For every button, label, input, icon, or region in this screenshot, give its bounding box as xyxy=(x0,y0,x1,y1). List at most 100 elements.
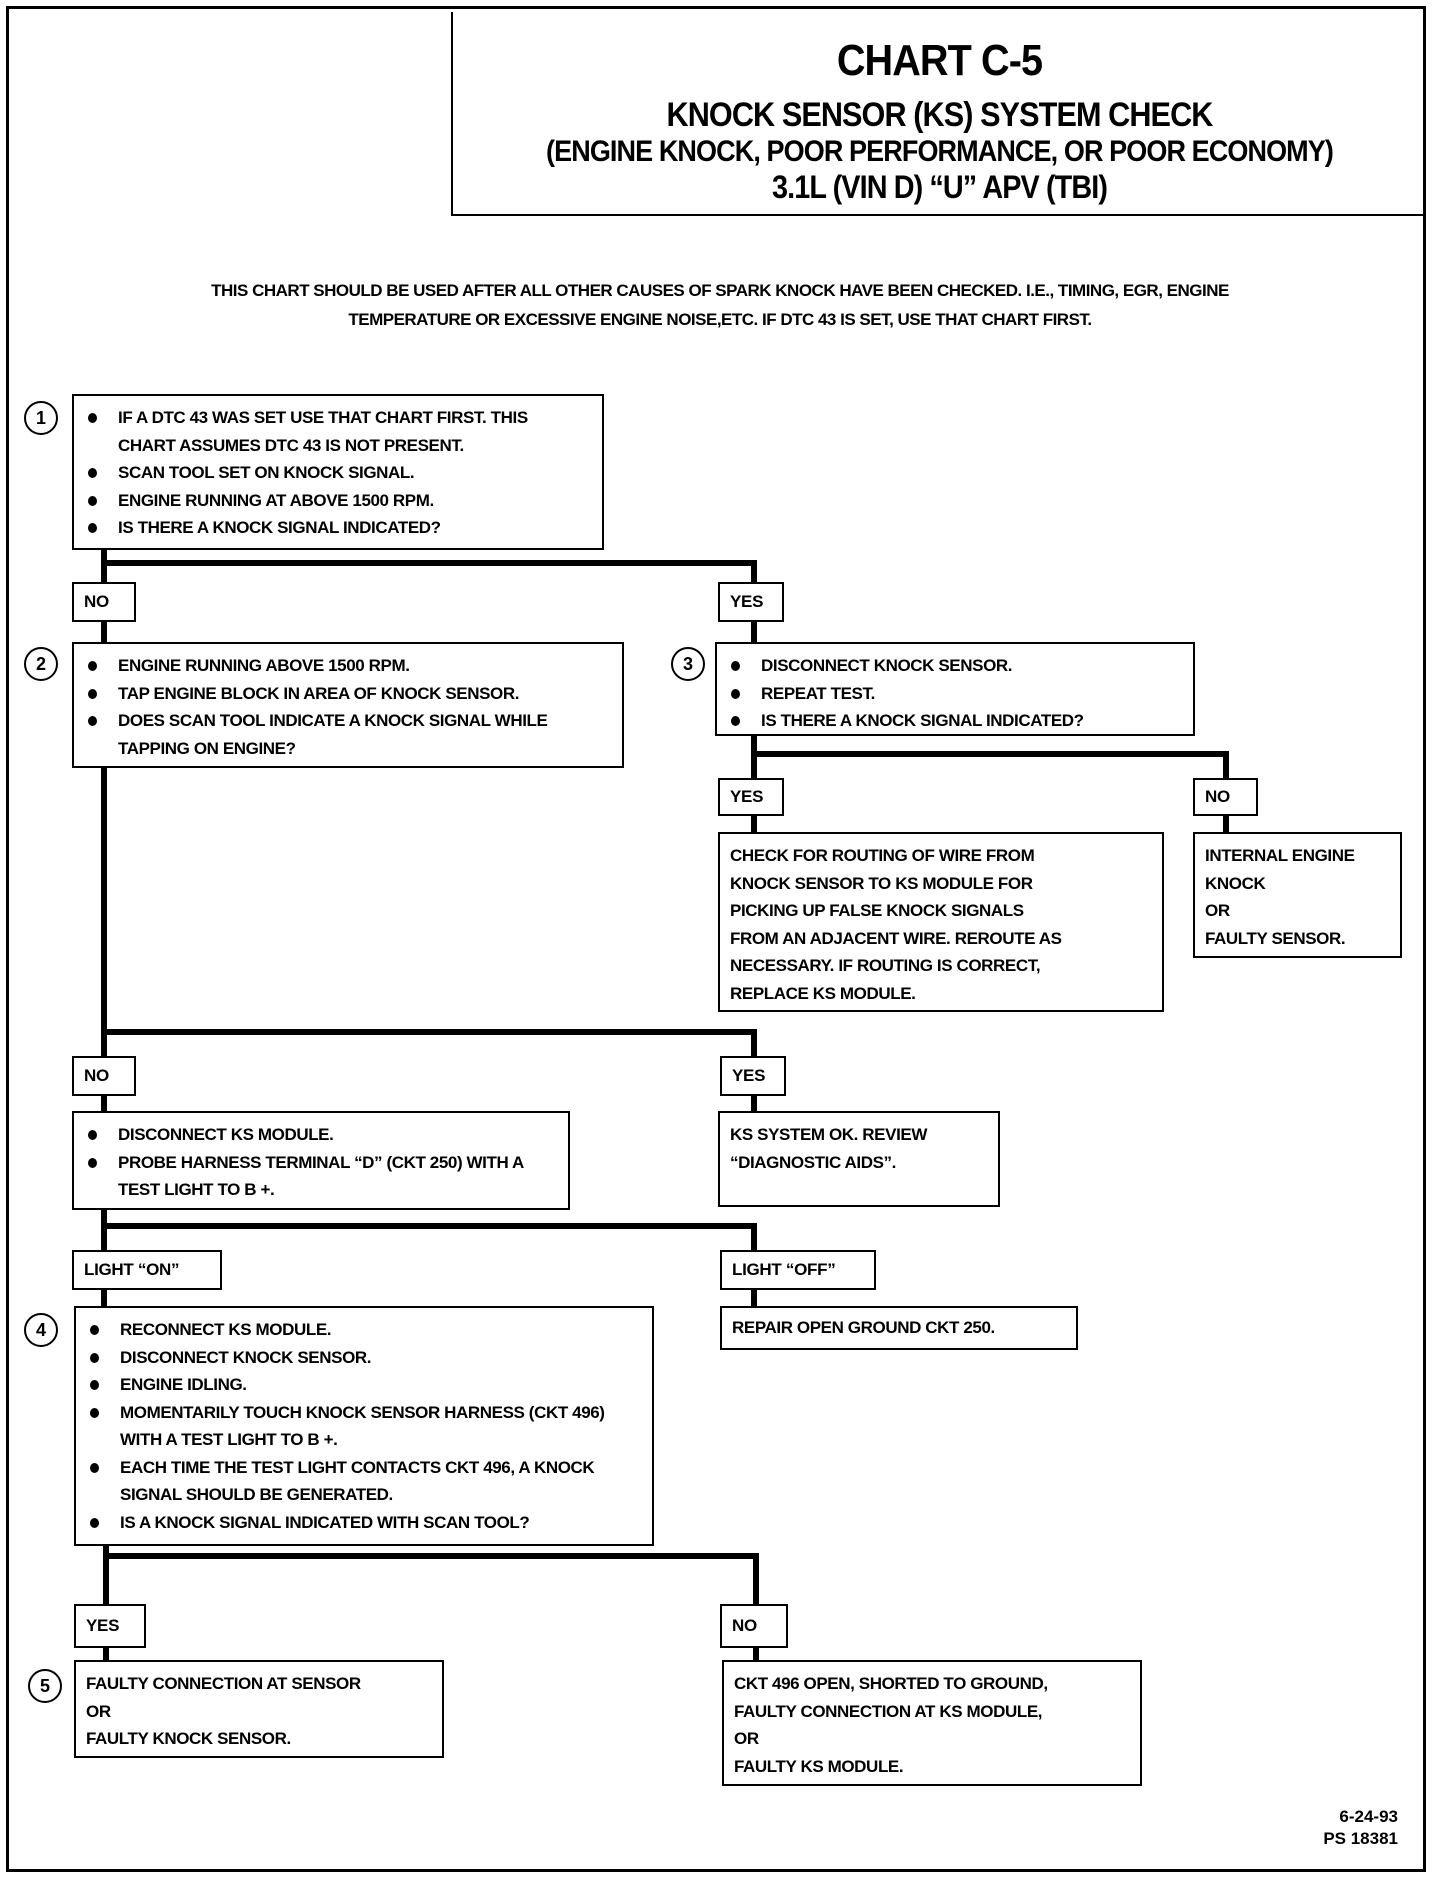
step1-item: SCAN TOOL SET ON KNOCK SIGNAL. xyxy=(84,459,594,487)
step1-box: IF A DTC 43 WAS SET USE THAT CHART FIRST… xyxy=(72,394,604,550)
step-number-2: 2 xyxy=(24,647,58,681)
step-number-3: 3 xyxy=(671,647,705,681)
result-line: FAULTY CONNECTION AT SENSOR xyxy=(86,1674,361,1693)
step2-yes-result: KS SYSTEM OK. REVIEW “DIAGNOSTIC AIDS”. xyxy=(718,1111,1000,1207)
result-line: FAULTY SENSOR. xyxy=(1205,928,1346,948)
intro-note: THIS CHART SHOULD BE USED AFTER ALL OTHE… xyxy=(40,276,1400,334)
result-line: FAULTY KNOCK SENSOR. xyxy=(86,1729,291,1748)
step4-item: ENGINE IDLING. xyxy=(86,1371,644,1399)
step4-yes-label: YES xyxy=(74,1604,146,1648)
connector xyxy=(101,768,107,1056)
connector xyxy=(751,1223,757,1250)
connector xyxy=(751,560,757,582)
step1-item: IS THERE A KNOCK SIGNAL INDICATED? xyxy=(84,514,594,542)
step4-item: RECONNECT KS MODULE. xyxy=(86,1316,644,1344)
result-line: CKT 496 OPEN, SHORTED TO GROUND, xyxy=(734,1674,1048,1693)
step3-item: DISCONNECT KNOCK SENSOR. xyxy=(727,652,1185,680)
result-line: OR xyxy=(734,1729,759,1748)
step1-item: IF A DTC 43 WAS SET USE THAT CHART FIRST… xyxy=(84,404,594,459)
connector xyxy=(751,816,757,832)
step3-item: REPEAT TEST. xyxy=(727,680,1185,708)
step4-box: RECONNECT KS MODULE. DISCONNECT KNOCK SE… xyxy=(74,1306,654,1546)
step4-no-label: NO xyxy=(720,1604,788,1648)
result-line: FAULTY KS MODULE. xyxy=(734,1756,904,1776)
chart-title: CHART C-5 xyxy=(836,36,1043,85)
step2-yes-label: YES xyxy=(720,1056,786,1096)
step2-no-item: DISCONNECT KS MODULE. xyxy=(84,1121,560,1149)
connector xyxy=(101,1223,757,1229)
result-line: FAULTY CONNECTION AT KS MODULE, xyxy=(734,1701,1043,1721)
result-line: NECESSARY. IF ROUTING IS CORRECT, xyxy=(730,956,1041,975)
footer: 6-24-93 PS 18381 xyxy=(1323,1806,1398,1850)
connector xyxy=(753,1648,759,1660)
step1-item: ENGINE RUNNING AT ABOVE 1500 RPM. xyxy=(84,487,594,515)
connector xyxy=(751,1290,757,1306)
chart-subtitle: KNOCK SENSOR (KS) SYSTEM CHECK xyxy=(666,96,1214,134)
symptoms: (ENGINE KNOCK, POOR PERFORMANCE, OR POOR… xyxy=(546,135,1334,168)
connector xyxy=(101,1210,107,1250)
step2-item: ENGINE RUNNING ABOVE 1500 RPM. xyxy=(84,652,614,680)
step3-item: IS THERE A KNOCK SIGNAL INDICATED? xyxy=(727,707,1185,735)
light-on-label: LIGHT “ON” xyxy=(72,1250,222,1290)
connector xyxy=(751,1096,757,1111)
step2-no-item: PROBE HARNESS TERMINAL “D” (CKT 250) WIT… xyxy=(84,1149,560,1204)
connector xyxy=(753,1553,759,1604)
step4-item: DISCONNECT KNOCK SENSOR. xyxy=(86,1344,644,1372)
step2-item: TAP ENGINE BLOCK IN AREA OF KNOCK SENSOR… xyxy=(84,680,614,708)
connector xyxy=(101,622,107,642)
light-off-result: REPAIR OPEN GROUND CKT 250. xyxy=(720,1306,1078,1350)
step2-no-box: DISCONNECT KS MODULE. PROBE HARNESS TERM… xyxy=(72,1111,570,1210)
connector xyxy=(101,1290,107,1306)
connector xyxy=(1223,816,1229,832)
connector xyxy=(751,751,1229,757)
connector xyxy=(103,1553,759,1559)
step3-no-result: INTERNAL ENGINE KNOCK OR FAULTY SENSOR. xyxy=(1193,832,1402,958)
step-number-5: 5 xyxy=(28,1669,62,1703)
connector xyxy=(101,1096,107,1111)
result-line: KS SYSTEM OK. REVIEW xyxy=(730,1125,927,1144)
step2-no-label: NO xyxy=(72,1056,136,1096)
step3-yes-result: CHECK FOR ROUTING OF WIRE FROM KNOCK SEN… xyxy=(718,832,1164,1012)
result-line: KNOCK SENSOR TO KS MODULE FOR xyxy=(730,873,1033,893)
step5-box: FAULTY CONNECTION AT SENSOR OR FAULTY KN… xyxy=(74,1660,444,1758)
result-line: PICKING UP FALSE KNOCK SIGNALS xyxy=(730,901,1024,920)
step2-item: DOES SCAN TOOL INDICATE A KNOCK SIGNAL W… xyxy=(84,707,614,762)
connector xyxy=(751,622,757,642)
result-line: CHECK FOR ROUTING OF WIRE FROM xyxy=(730,846,1035,865)
step2-box: ENGINE RUNNING ABOVE 1500 RPM. TAP ENGIN… xyxy=(72,642,624,768)
connector xyxy=(101,560,757,566)
step4-item: IS A KNOCK SIGNAL INDICATED WITH SCAN TO… xyxy=(86,1509,644,1537)
title-block: CHART C-5 KNOCK SENSOR (KS) SYSTEM CHECK… xyxy=(451,12,1426,216)
connector xyxy=(101,550,107,582)
connector xyxy=(751,736,757,778)
step-number-4: 4 xyxy=(24,1313,58,1347)
intro-line: TEMPERATURE OR EXCESSIVE ENGINE NOISE,ET… xyxy=(348,310,1092,329)
step-number-1: 1 xyxy=(24,401,58,435)
step1-yes-label: YES xyxy=(718,582,784,622)
result-line: OR xyxy=(1205,901,1230,920)
result-line: KNOCK xyxy=(1205,873,1266,893)
intro-line: THIS CHART SHOULD BE USED AFTER ALL OTHE… xyxy=(211,281,1229,300)
result-line: OR xyxy=(86,1701,111,1721)
step4-no-result: CKT 496 OPEN, SHORTED TO GROUND, FAULTY … xyxy=(722,1660,1142,1786)
connector xyxy=(101,1029,757,1035)
connector xyxy=(103,1648,109,1660)
light-off-label: LIGHT “OFF” xyxy=(720,1250,876,1290)
connector xyxy=(103,1546,109,1604)
step3-yes-label: YES xyxy=(718,778,784,816)
step4-item: EACH TIME THE TEST LIGHT CONTACTS CKT 49… xyxy=(86,1454,644,1509)
page-border xyxy=(6,6,1426,1872)
result-line: REPLACE KS MODULE. xyxy=(730,983,916,1003)
application: 3.1L (VIN D) “U” APV (TBI) xyxy=(771,169,1108,205)
step4-item: MOMENTARILY TOUCH KNOCK SENSOR HARNESS (… xyxy=(86,1399,644,1454)
result-line: INTERNAL ENGINE xyxy=(1205,846,1355,865)
result-line: FROM AN ADJACENT WIRE. REROUTE AS xyxy=(730,928,1062,948)
connector xyxy=(1223,751,1229,778)
footer-date: 6-24-93 xyxy=(1339,1807,1398,1826)
step3-box: DISCONNECT KNOCK SENSOR. REPEAT TEST. IS… xyxy=(715,642,1195,736)
result-line: “DIAGNOSTIC AIDS”. xyxy=(730,1152,896,1172)
footer-ref: PS 18381 xyxy=(1323,1829,1398,1848)
step1-no-label: NO xyxy=(72,582,136,622)
step3-no-label: NO xyxy=(1193,778,1258,816)
connector xyxy=(751,1029,757,1056)
